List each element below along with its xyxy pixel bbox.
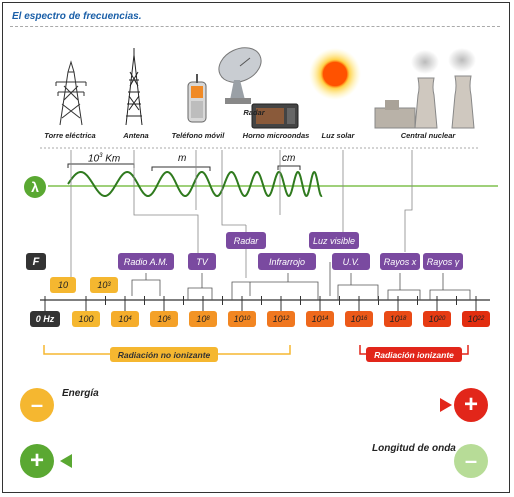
source-label-sun: Luz solar — [321, 131, 355, 140]
frequency-scale-item: 100 — [72, 311, 100, 327]
frequency-scale-exp: 22 — [477, 316, 485, 322]
mobile-phone-icon — [187, 74, 207, 123]
frequency-scale-exp: 8 — [206, 316, 210, 322]
title-divider — [10, 26, 500, 27]
frequency-scale-base: 100 — [78, 314, 94, 324]
frequency-scale-base: 10 — [467, 314, 478, 324]
wavelength-label-km-base: 10 — [88, 153, 100, 165]
frequency-scale-exp: 6 — [167, 316, 171, 322]
antenna-icon — [125, 48, 143, 126]
frequency-scale-exp: 10 — [243, 316, 251, 322]
wavelength-label-km-exp: 3 — [99, 153, 103, 159]
wavelength-label-km-unit: Km — [105, 153, 121, 165]
band-radio-am: Radio A.M. — [118, 253, 174, 270]
radar-dish-icon — [218, 47, 262, 104]
frequency-scale-exp: 20 — [438, 316, 446, 322]
microwave-icon — [251, 103, 299, 129]
source-label-nuclear: Central nuclear — [400, 131, 456, 140]
frequency-symbol: F — [26, 253, 46, 270]
frequency-scale-exp: 14 — [321, 316, 329, 322]
frequency-scale-base: 10 — [389, 314, 400, 324]
wavelength-low-icon: – — [454, 444, 488, 478]
band-tv: TV — [188, 253, 216, 270]
band-gamma-rays: Rayos γ — [423, 253, 463, 270]
nuclear-plant-icon — [374, 48, 476, 129]
wavelength-arrow-head — [60, 454, 72, 468]
energy-high-icon: + — [454, 388, 488, 422]
frequency-tick-10: 10 — [50, 277, 76, 293]
band-visible-light: Luz visible — [309, 232, 359, 249]
frequency-scale-base: 10 — [311, 314, 322, 324]
band-infrared: Infrarrojo — [258, 253, 316, 270]
diagram-frame — [2, 2, 510, 493]
wavelength-label-km: 103 Km — [88, 153, 120, 164]
lambda-icon: λ — [24, 176, 46, 198]
wavelength-arrow-label: Longitud de onda — [372, 443, 456, 454]
frequency-scale-base: 10 — [428, 314, 439, 324]
energy-low-icon: – — [20, 388, 54, 422]
frequency-tick-10-base: 10 — [57, 280, 68, 290]
band-x-rays: Rayos x — [380, 253, 420, 270]
band-brackets — [131, 262, 471, 300]
power-tower-icon — [55, 60, 87, 126]
energy-arrow-head — [440, 398, 452, 412]
band-uv: U.V. — [332, 253, 370, 270]
source-label-microwave: Horno microondas — [242, 131, 310, 140]
frequency-ticks — [44, 296, 477, 311]
frequency-scale-base: 10 — [233, 314, 244, 324]
wavelength-label-m: m — [178, 153, 187, 164]
frequency-scale-base: 10 — [118, 314, 129, 324]
frequency-tick-10-3-base: 10 — [97, 280, 108, 290]
frequency-scale-base: 10 — [350, 314, 361, 324]
frequency-tick-10-3-exp: 3 — [107, 282, 111, 288]
source-label-power-tower: Torre eléctrica — [44, 131, 96, 140]
energy-label: Energía — [62, 388, 99, 399]
source-label-mobile-phone: Teléfono móvil — [171, 131, 225, 140]
wavelength-label-cm: cm — [282, 153, 296, 164]
wave-line — [67, 170, 323, 198]
band-radar: Radar — [226, 232, 266, 249]
frequency-scale-exp: 16 — [360, 316, 368, 322]
frequency-scale-exp: 12 — [282, 316, 290, 322]
wavelength-high-icon: + — [20, 444, 54, 478]
frequency-zero: 0 Hz — [30, 311, 60, 327]
wavelength-brackets — [67, 163, 301, 171]
frequency-scale-exp: 18 — [399, 316, 407, 322]
frequency-scale-base: 10 — [157, 314, 168, 324]
source-label-radar: Radar — [243, 108, 265, 117]
sun-core-icon — [323, 62, 347, 86]
non-ionizing-label: Radiación no ionizante — [110, 347, 218, 362]
frequency-scale-base: 10 — [196, 314, 207, 324]
frequency-scale-exp: 4 — [128, 316, 132, 322]
source-label-antenna: Antena — [123, 131, 149, 140]
source-connectors — [70, 150, 413, 280]
diagram-title: El espectro de frecuencias. — [12, 11, 142, 22]
ionizing-label: Radiación ionizante — [366, 347, 462, 362]
frequency-scale-base: 10 — [272, 314, 283, 324]
